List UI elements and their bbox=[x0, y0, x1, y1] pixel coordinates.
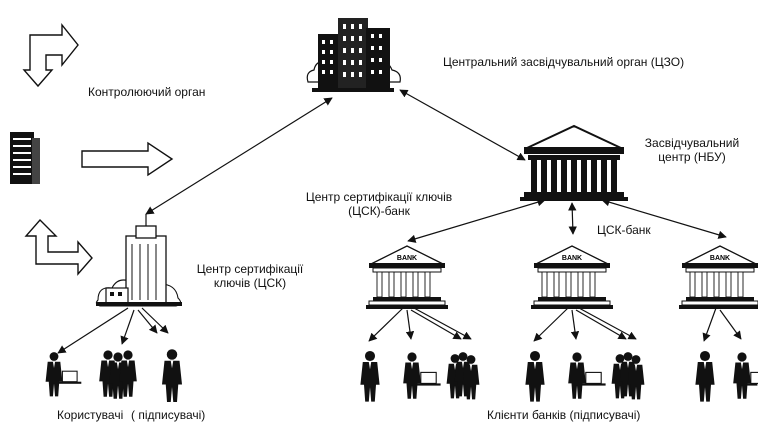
arrow-icon bbox=[22, 23, 79, 88]
users-label: Користувачі bbox=[57, 408, 124, 422]
bank-sign: BANK bbox=[710, 255, 730, 262]
bank1-clients bbox=[360, 350, 480, 402]
businessman-icon bbox=[733, 352, 758, 399]
businessman-icon bbox=[525, 350, 545, 402]
bank3-clients bbox=[695, 350, 758, 402]
ksc-bank-line1: Центр сертифікації ключів bbox=[305, 190, 453, 204]
users-group bbox=[45, 349, 182, 402]
ksc-line1: Центр сертифікації bbox=[196, 262, 304, 276]
certifying-center-label: Засвідчувальний центр (НБУ) bbox=[640, 136, 744, 164]
bank2-clients bbox=[525, 350, 645, 402]
businessman-icon bbox=[162, 349, 182, 402]
bank-sign: BANK bbox=[397, 255, 417, 262]
ksc-label: Центр сертифікації ключів (ЦСК) bbox=[190, 262, 310, 290]
arrow-up-icon bbox=[24, 218, 93, 276]
businessman-icon bbox=[45, 352, 82, 397]
bank-icon: BANK bbox=[365, 245, 449, 310]
businessman-icon bbox=[695, 350, 715, 402]
bank-sign: BANK bbox=[562, 255, 582, 262]
connection-lines bbox=[57, 89, 742, 354]
ksc-bank-label: Центр сертифікації ключів (ЦСК)-банк bbox=[296, 190, 462, 218]
skyscraper-icon bbox=[306, 18, 401, 92]
ksc-office-icon bbox=[95, 214, 182, 307]
certifying-center-line1: Засвідчувальний bbox=[644, 136, 740, 150]
central-authority-label: Центральний засвідчувальний орган (ЦЗО) bbox=[443, 55, 685, 69]
ksc-bank-line2: (ЦСК)-банк bbox=[348, 204, 410, 218]
bank-clients-label: Клієнти банків (підписувачі) bbox=[487, 408, 641, 422]
arrow-right-icon bbox=[81, 141, 174, 177]
businessman-icon bbox=[360, 350, 380, 402]
bank-icon: BANK bbox=[530, 245, 614, 310]
signers-label: ( підписувачі) bbox=[131, 408, 206, 422]
businessman-icon bbox=[568, 352, 606, 399]
ksc-bank-short-label: ЦСК-банк bbox=[597, 223, 651, 237]
controlling-body-label: Контролюючий орган bbox=[88, 85, 206, 99]
businessman-icon bbox=[403, 352, 441, 399]
government-building-icon bbox=[520, 124, 628, 201]
ksc-line2: ключів (ЦСК) bbox=[213, 276, 287, 290]
office-building-icon bbox=[10, 132, 40, 184]
certifying-center-line2: центр (НБУ) bbox=[658, 150, 726, 164]
bank-icon: BANK bbox=[678, 245, 758, 310]
